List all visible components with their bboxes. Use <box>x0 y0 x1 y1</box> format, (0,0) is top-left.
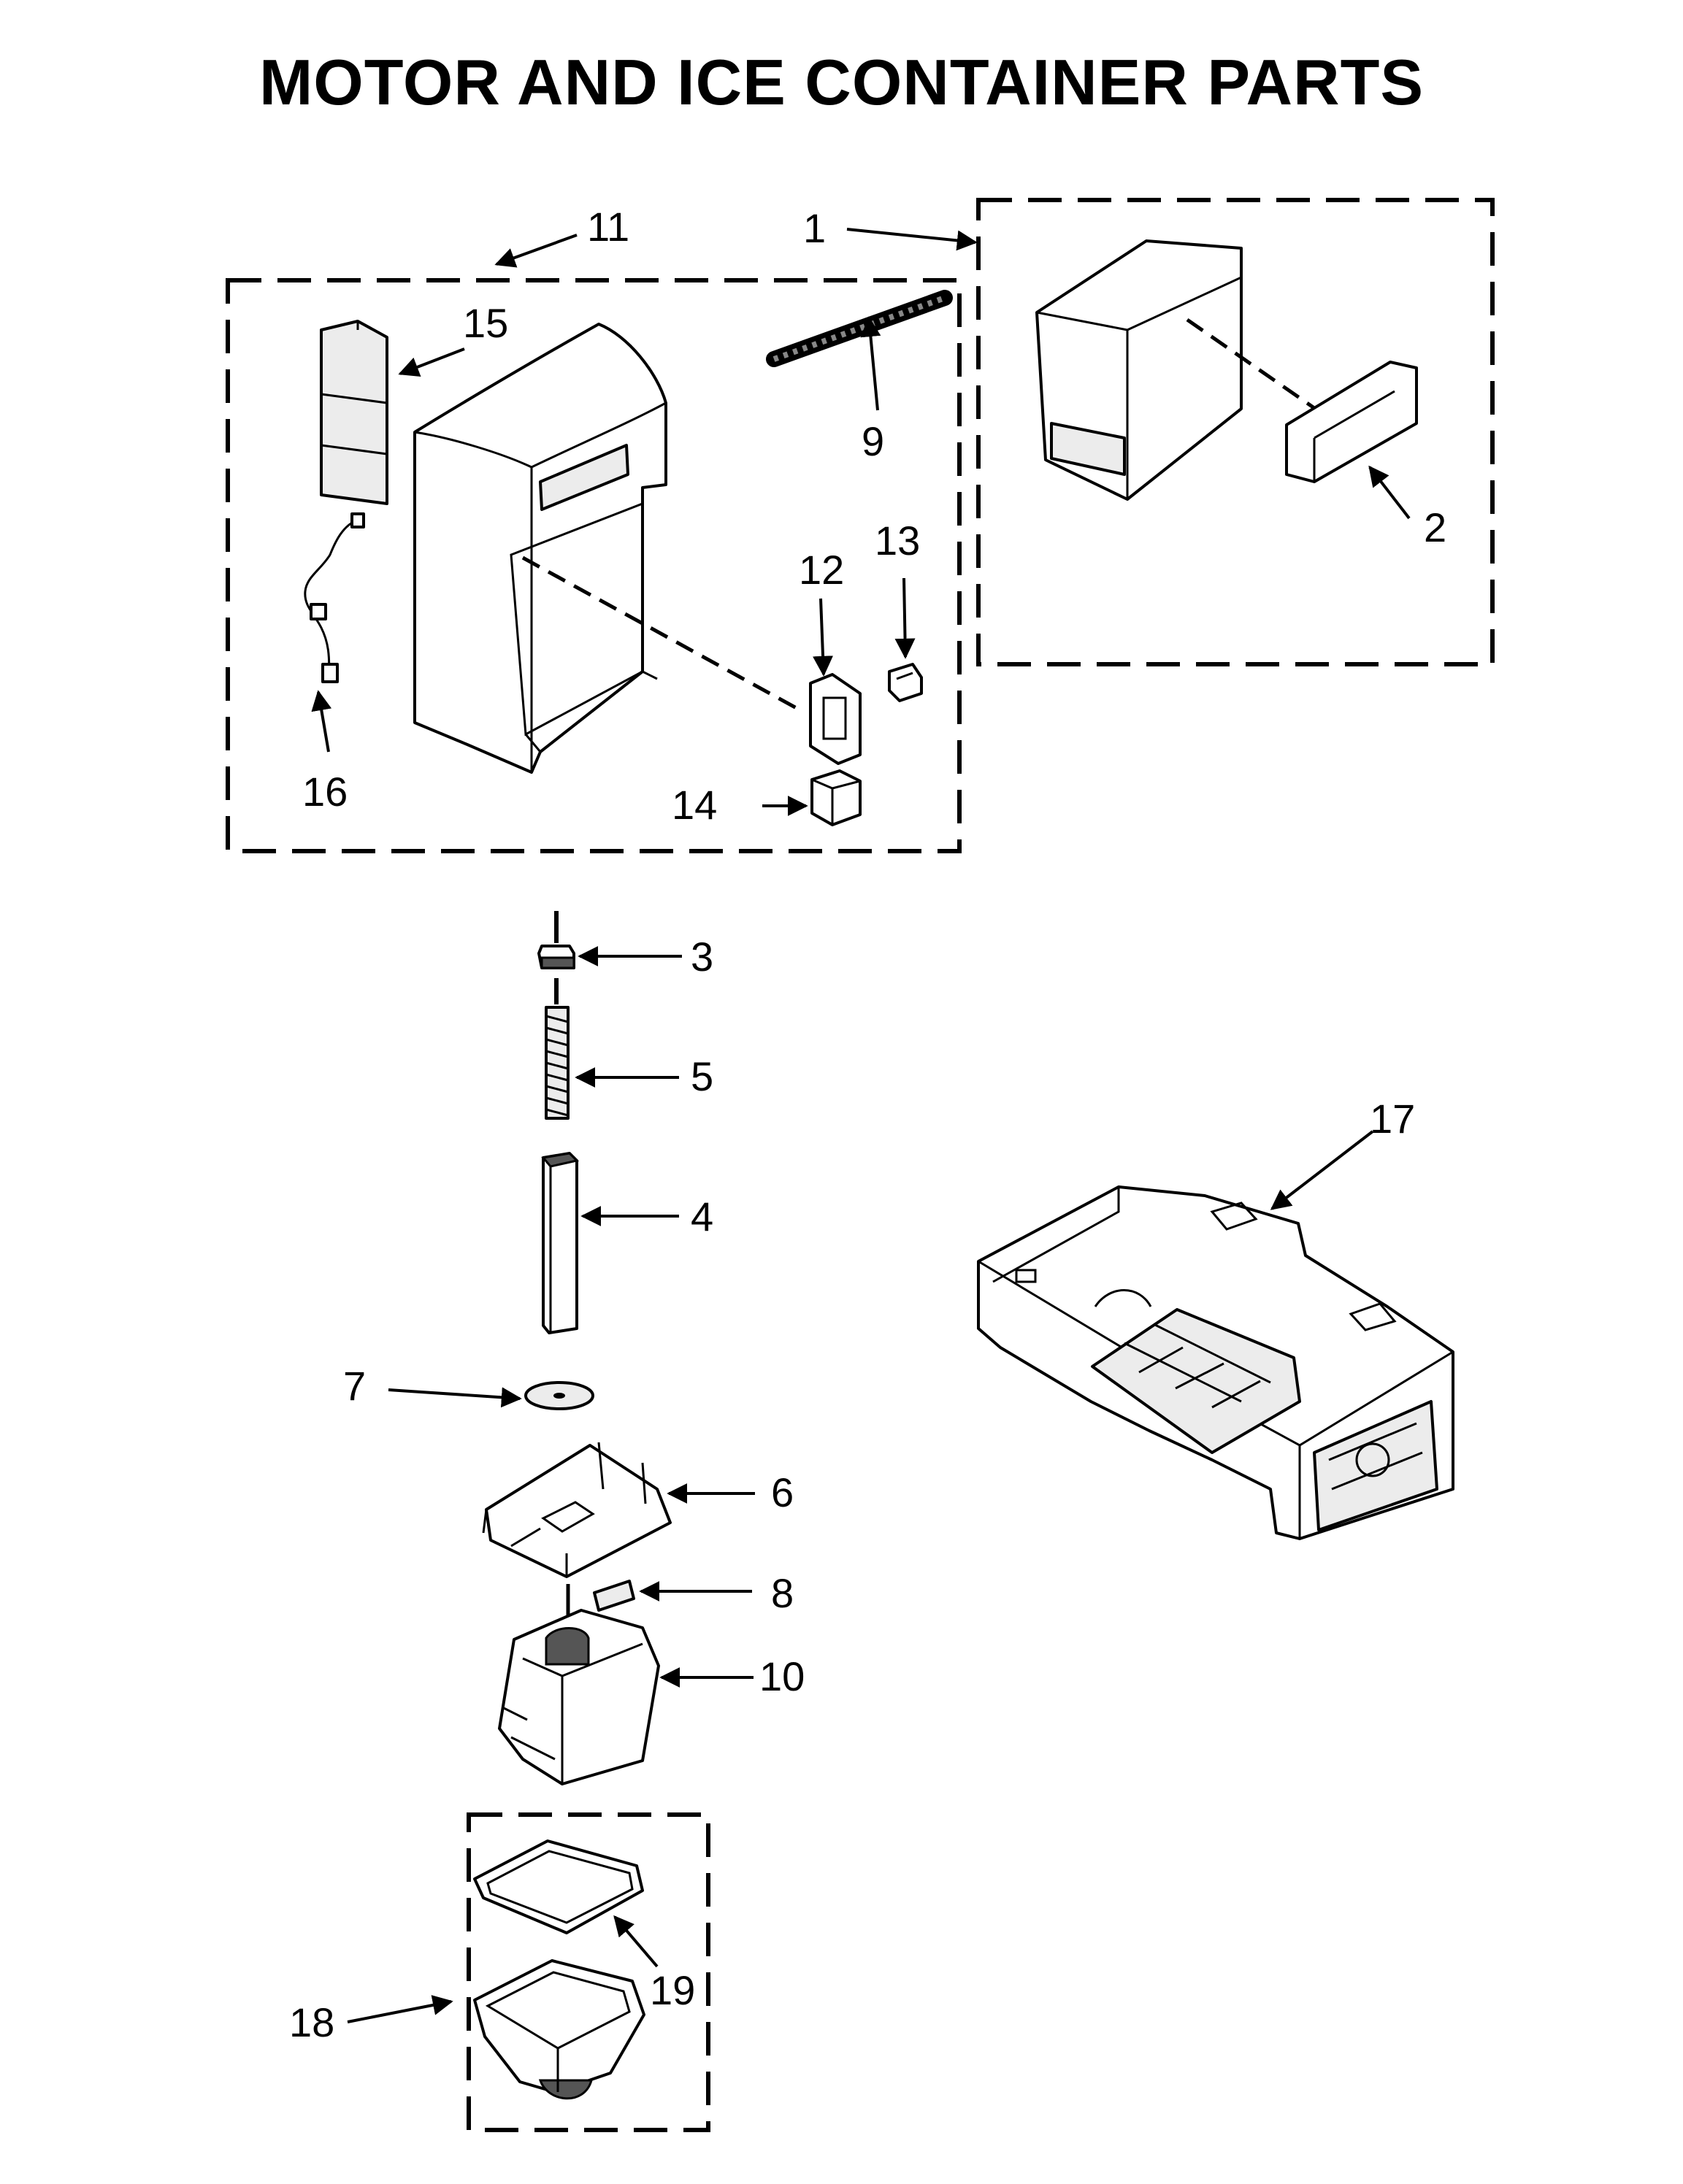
leader-12 <box>813 598 834 677</box>
callout-13: 13 <box>875 518 920 564</box>
leader-1 <box>846 228 978 251</box>
callout-18: 18 <box>289 1999 334 2045</box>
part-19-gasket[interactable] <box>473 1839 644 1934</box>
page-title: MOTOR AND ICE CONTAINER PARTS <box>258 46 1425 118</box>
callout-7: 7 <box>343 1363 366 1409</box>
leader-7 <box>388 1387 522 1408</box>
leader-16 <box>311 690 332 753</box>
part-3-nut[interactable] <box>537 945 575 969</box>
assembly-18-dashed-box <box>467 1812 710 2132</box>
callout-5: 5 <box>691 1053 713 1099</box>
part-1-ice-bucket[interactable] <box>1035 239 1323 501</box>
part-14-solenoid[interactable] <box>810 769 862 826</box>
housing-to-part-12-dashline <box>521 555 803 713</box>
leader-11 <box>494 234 578 268</box>
callout-3: 3 <box>691 934 713 980</box>
callout-14: 14 <box>672 782 717 828</box>
callout-4: 4 <box>691 1193 713 1239</box>
part-17-ice-maker-group: 17 <box>977 1096 1454 1540</box>
part-11-dispenser-housing[interactable] <box>413 323 803 774</box>
callout-2: 2 <box>1424 504 1446 550</box>
leader-2 <box>1368 465 1411 520</box>
part-6-motor-bracket[interactable] <box>482 1442 672 1578</box>
assembly-11-group: 11 15 16 <box>226 204 962 853</box>
callout-12: 12 <box>799 547 844 593</box>
assembly-1-dashed-box <box>976 198 1495 666</box>
assembly-1-group: 1 2 <box>803 198 1495 666</box>
part-12-switch-bracket[interactable] <box>809 673 862 765</box>
assembly-18-group: 19 18 <box>289 1812 710 2132</box>
part-7-washer[interactable] <box>524 1381 594 1410</box>
leader-17 <box>1270 1130 1374 1210</box>
part-8-coupler[interactable] <box>593 1580 635 1612</box>
part-4-hex-shaft[interactable] <box>541 1152 579 1334</box>
callout-1: 1 <box>803 205 826 251</box>
callout-6: 6 <box>771 1469 794 1515</box>
callout-17: 17 <box>1370 1096 1415 1142</box>
assembly-11-dashed-box <box>226 278 962 853</box>
part-18-motor-cover[interactable] <box>473 1959 645 2100</box>
part-15-chute-panel[interactable] <box>320 320 388 505</box>
callout-16: 16 <box>302 769 348 815</box>
callout-19: 19 <box>650 1967 695 2013</box>
leader-13 <box>894 577 916 659</box>
leader-19 <box>613 1915 659 1968</box>
part-16-wire-harness[interactable] <box>304 512 365 683</box>
callout-11: 11 <box>587 204 629 250</box>
part-13-micro-switch[interactable] <box>888 663 923 702</box>
part-9-rod[interactable] <box>766 290 953 367</box>
callout-10: 10 <box>759 1653 805 1699</box>
callout-9: 9 <box>862 418 884 464</box>
leader-9 <box>860 316 881 411</box>
part-10-motor[interactable] <box>498 1609 660 1785</box>
part-2-bucket-cover[interactable] <box>1285 361 1418 483</box>
part-17-ice-maker[interactable] <box>977 1185 1454 1540</box>
callout-8: 8 <box>771 1570 794 1616</box>
leader-15 <box>398 347 465 377</box>
auger-stack-group: 3 5 4 7 6 <box>343 911 805 1785</box>
part-5-spring[interactable] <box>545 1006 570 1120</box>
callout-15: 15 <box>463 300 508 346</box>
leader-18 <box>347 1995 453 2023</box>
